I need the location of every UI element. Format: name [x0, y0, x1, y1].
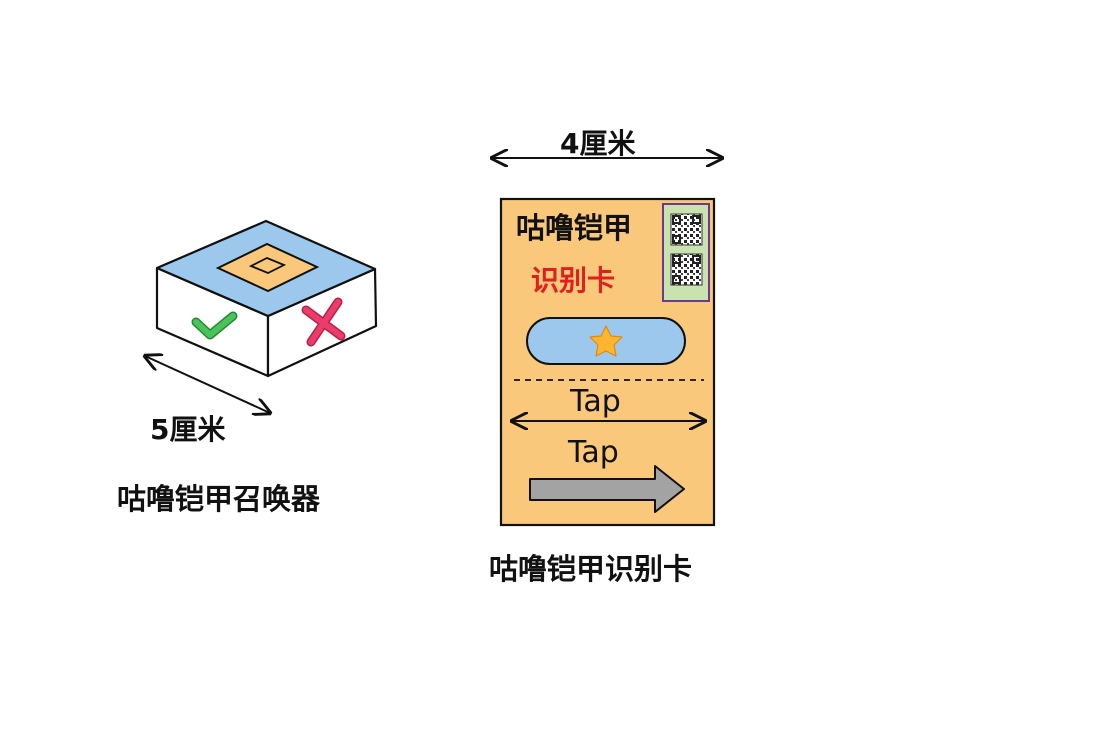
- qr-panel: [662, 203, 710, 302]
- summoner-dimension-arrow: [145, 356, 270, 413]
- tap-label-1: Tap: [569, 384, 621, 419]
- right-arrow-icon: [529, 465, 685, 513]
- summoner-device: 5厘米 咕噜铠甲召唤器: [117, 219, 378, 516]
- qr-code-icon: [670, 253, 703, 286]
- star-icon: [589, 325, 623, 357]
- qr-code-icon: [670, 213, 703, 246]
- summoner-caption: 咕噜铠甲召唤器: [117, 482, 321, 516]
- square-button-icon: [248, 257, 287, 274]
- tap-label-2: Tap: [567, 435, 619, 470]
- cross-icon: [301, 297, 346, 347]
- card-dimension-label: 4厘米: [560, 127, 635, 160]
- card-title: 咕噜铠甲: [516, 211, 632, 245]
- card-caption: 咕噜铠甲识别卡: [489, 552, 692, 586]
- summoner-top-button: [215, 242, 320, 293]
- card-subtitle: 识别卡: [531, 264, 615, 297]
- summoner-dimension-label: 5厘米: [150, 413, 225, 446]
- id-card: 4厘米 咕噜铠甲 识别卡 Tap Tap 咕噜铠甲识别卡: [489, 127, 722, 586]
